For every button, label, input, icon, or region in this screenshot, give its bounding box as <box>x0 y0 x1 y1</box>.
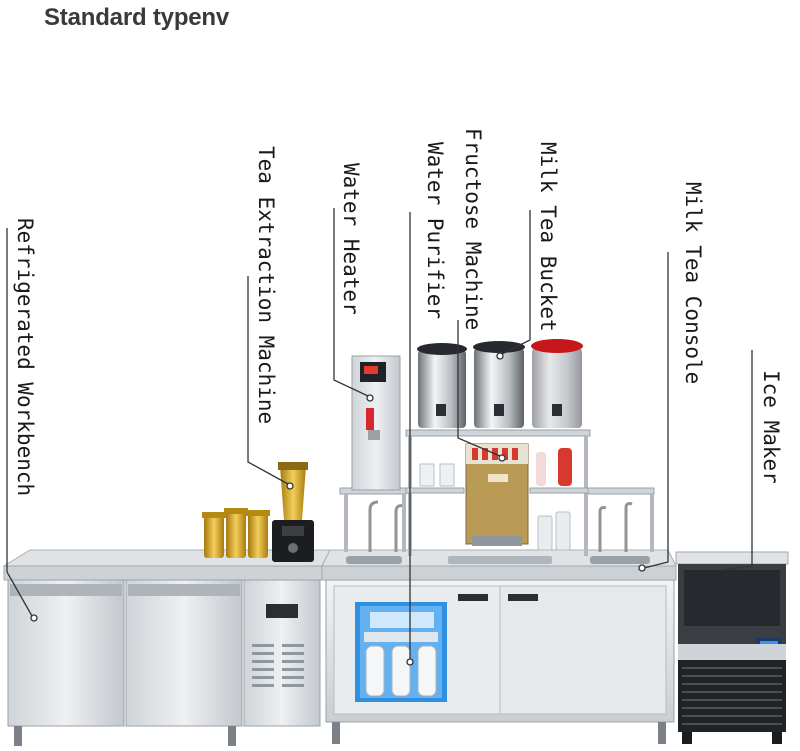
leader-lines <box>6 208 753 666</box>
water-heater <box>351 355 401 491</box>
refrigerated-workbench <box>2 549 331 746</box>
milk-tea-buckets <box>417 339 583 428</box>
label-water-purifier: Water Purifier <box>423 142 447 320</box>
tea-extraction-machine <box>272 462 314 562</box>
leader-milk-tea-bucket <box>501 210 531 355</box>
label-refrigerated-workbench: Refrigerated Workbench <box>13 218 37 497</box>
leader-ice-maker <box>721 350 753 571</box>
label-ice-maker: Ice Maker <box>759 370 783 484</box>
page-title: Standard typenv <box>44 4 230 31</box>
fructose-machine <box>465 443 529 546</box>
label-water-heater: Water Heater <box>339 163 363 315</box>
water-purifier <box>355 602 447 702</box>
leader-refrigerated-workbench <box>6 228 33 617</box>
ice-maker <box>675 551 789 744</box>
label-milk-tea-console: Milk Tea Console <box>681 182 705 385</box>
leader-milk-tea-console <box>643 252 669 569</box>
leader-tea-extraction <box>247 276 289 485</box>
label-fructose-machine: Fructose Machine <box>461 128 485 331</box>
leader-water-heater <box>333 208 369 397</box>
label-tea-extraction-machine: Tea Extraction Machine <box>254 146 278 425</box>
gold-cups <box>202 508 270 558</box>
leader-fructose-machine <box>457 320 501 457</box>
label-milk-tea-bucket: Milk Tea Bucket <box>536 142 560 332</box>
